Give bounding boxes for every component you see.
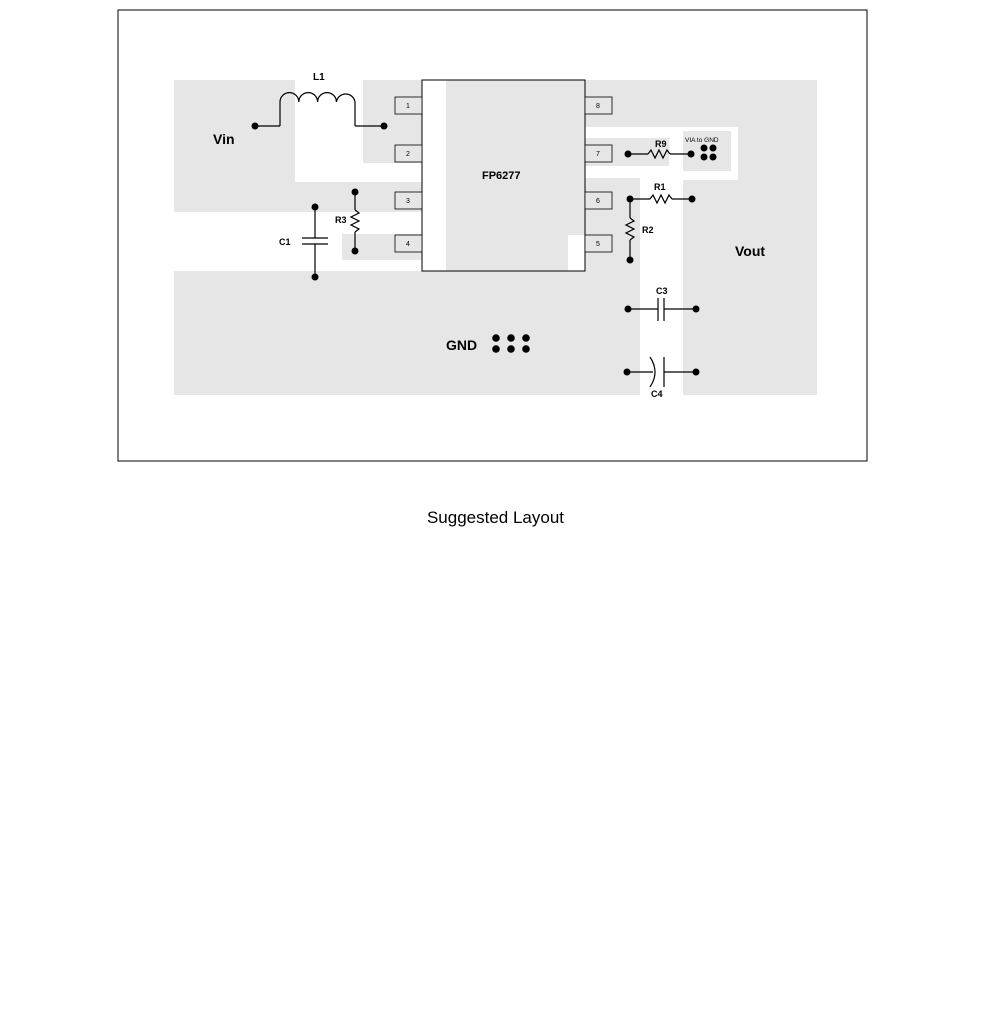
r3-node-bottom	[351, 247, 359, 255]
c4-label: C4	[651, 389, 663, 399]
feedback-copper	[585, 178, 640, 395]
r2-label: R2	[642, 225, 654, 235]
pin-7-label: 7	[596, 151, 600, 158]
pin-1-label: 1	[406, 103, 410, 110]
r2-node-bottom	[626, 256, 634, 264]
gnd-label: GND	[446, 337, 477, 353]
r1-label: R1	[654, 182, 666, 192]
pin-2	[394, 144, 423, 163]
pin-5	[584, 234, 613, 253]
l1-node-right	[380, 122, 388, 130]
c3-node-right	[692, 305, 700, 313]
c4-node-left	[623, 368, 631, 376]
c4-node-right	[692, 368, 700, 376]
pin-2-label: 2	[406, 151, 410, 158]
gnd-via-dots	[492, 334, 530, 353]
chip-outline	[421, 79, 586, 272]
copper-areas	[174, 80, 817, 395]
r3-label: R3	[335, 215, 347, 225]
pin-8	[584, 96, 613, 115]
pin-6-label: 6	[596, 198, 600, 205]
right-copper-strip	[568, 80, 585, 235]
capacitor-c1	[302, 207, 328, 277]
pin8-copper	[585, 80, 817, 127]
l1-node-left	[251, 122, 259, 130]
c1-node-top	[311, 203, 319, 211]
c1-node-bottom	[311, 273, 319, 281]
r3-node-top	[351, 188, 359, 196]
r9-label: R9	[655, 139, 667, 149]
c3-label: C3	[656, 286, 668, 296]
c1-label: C1	[279, 237, 291, 247]
pin-7	[584, 144, 613, 163]
vin-copper	[174, 80, 422, 212]
gnd-copper	[174, 271, 640, 395]
chip-left-strip	[422, 80, 446, 271]
c3-node-left	[624, 305, 632, 313]
r9-node-right	[687, 150, 695, 158]
pin-6	[584, 191, 613, 210]
capacitor-c3	[628, 298, 696, 321]
diagram-caption: Suggested Layout	[426, 508, 565, 527]
r1-node-right	[688, 195, 696, 203]
via-dots	[700, 144, 717, 161]
capacitor-c4	[627, 356, 696, 388]
pin-4	[394, 234, 423, 253]
pin-3	[394, 191, 423, 210]
pin-1	[394, 96, 423, 115]
pin-8-label: 8	[596, 103, 600, 110]
vout-copper	[683, 127, 817, 395]
vin-label: Vin	[213, 131, 235, 147]
l1-label: L1	[313, 72, 325, 83]
pin-4-label: 4	[406, 241, 410, 248]
pin-3-label: 3	[406, 198, 410, 205]
chip-pad	[446, 80, 568, 271]
vout-label: Vout	[735, 243, 765, 259]
inductor-l1	[255, 92, 384, 127]
r9-node-left	[624, 150, 632, 158]
chip-label: FP6277	[482, 170, 521, 182]
via-to-gnd-label: VIA to GND	[685, 137, 719, 144]
pin-5-label: 5	[596, 241, 600, 248]
